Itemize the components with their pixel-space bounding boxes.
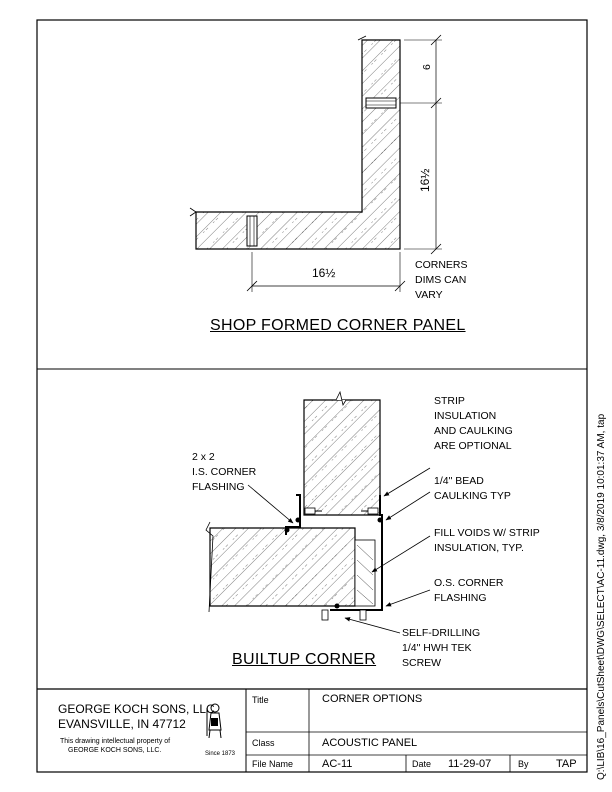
callout-line: SCREW [402, 657, 442, 669]
shop-formed-panel-drawing [189, 34, 442, 292]
screw-top-left [304, 507, 322, 515]
dim-vertical-large: 16½ [418, 168, 432, 192]
screw-top-right [361, 507, 379, 515]
callout-line: SELF-DRILLING [402, 627, 481, 639]
date-value: 11-29-07 [448, 758, 492, 770]
logo-caption: Since 1873 [205, 751, 236, 757]
class-label: Class [252, 738, 275, 748]
callout-line: FILL VOIDS W/ STRIP [434, 527, 540, 539]
note-corners-dims: CORNERS DIMS CAN VARY [415, 258, 468, 303]
by-value: TAP [556, 758, 577, 770]
callout-line: ARE OPTIONAL [434, 440, 512, 452]
note-line: CORNERS [415, 259, 468, 271]
callout-self-drilling-screw: SELF-DRILLING 1/4" HWH TEK SCREW [402, 626, 480, 671]
callout-strip-insulation: STRIP INSULATION AND CAULKING ARE OPTION… [434, 394, 513, 454]
callout-line: 2 x 2 [192, 451, 215, 463]
class-value: ACOUSTIC PANEL [322, 737, 418, 749]
callout-line: INSULATION, TYP. [434, 542, 524, 554]
note-line: DIMS CAN [415, 274, 467, 286]
callout-os-corner-flashing: O.S. CORNER FLASHING [434, 576, 503, 606]
callout-line: AND CAULKING [434, 425, 513, 437]
title-label: Title [252, 695, 269, 705]
callout-line: 1/4" HWH TEK [402, 642, 472, 654]
callout-line: FLASHING [434, 592, 487, 604]
company-name: GEORGE KOCH SONS, LLC [58, 702, 215, 716]
note-line: VARY [415, 289, 443, 301]
callout-line: I.S. CORNER [192, 466, 257, 478]
callout-line: STRIP [434, 395, 465, 407]
file-path-stamp: Q:\LIB\16_Panels\CutSheet\DWG\SELECT\AC-… [596, 413, 607, 780]
callout-bead-caulking: 1/4" BEAD CAULKING TYP [434, 474, 511, 504]
company-address: EVANSVILLE, IN 47712 [58, 717, 186, 731]
date-label: Date [412, 759, 432, 769]
callout-is-corner-flashing: 2 x 2 I.S. CORNER FLASHING [192, 450, 256, 495]
callout-fill-voids: FILL VOIDS W/ STRIP INSULATION, TYP. [434, 526, 540, 556]
top-drawing-title: SHOP FORMED CORNER PANEL [210, 317, 466, 334]
screw-bottom-right [359, 609, 367, 621]
by-label: By [518, 759, 529, 769]
property-notice-2: GEORGE KOCH SONS, LLC. [68, 747, 162, 754]
sheet-border [36, 19, 588, 773]
file-name-label: File Name [252, 759, 294, 769]
callout-line: FLASHING [192, 481, 245, 493]
callout-line: INSULATION [434, 410, 497, 422]
builtup-corner-drawing [205, 390, 431, 634]
dim-vertical-small: 6 [421, 64, 433, 70]
callout-line: CAULKING TYP [434, 490, 511, 502]
callout-line: O.S. CORNER [434, 577, 504, 589]
knight-logo [206, 703, 222, 739]
title-value: CORNER OPTIONS [322, 693, 423, 705]
bottom-drawing-title: BUILTUP CORNER [232, 651, 377, 668]
property-notice-1: This drawing intellectual property of [60, 738, 171, 745]
file-name-value: AC-11 [322, 758, 353, 770]
screw-bottom-left [321, 609, 329, 621]
callout-line: 1/4" BEAD [434, 475, 484, 487]
title-block-lines [245, 689, 587, 772]
dim-horizontal: 16½ [312, 266, 336, 280]
